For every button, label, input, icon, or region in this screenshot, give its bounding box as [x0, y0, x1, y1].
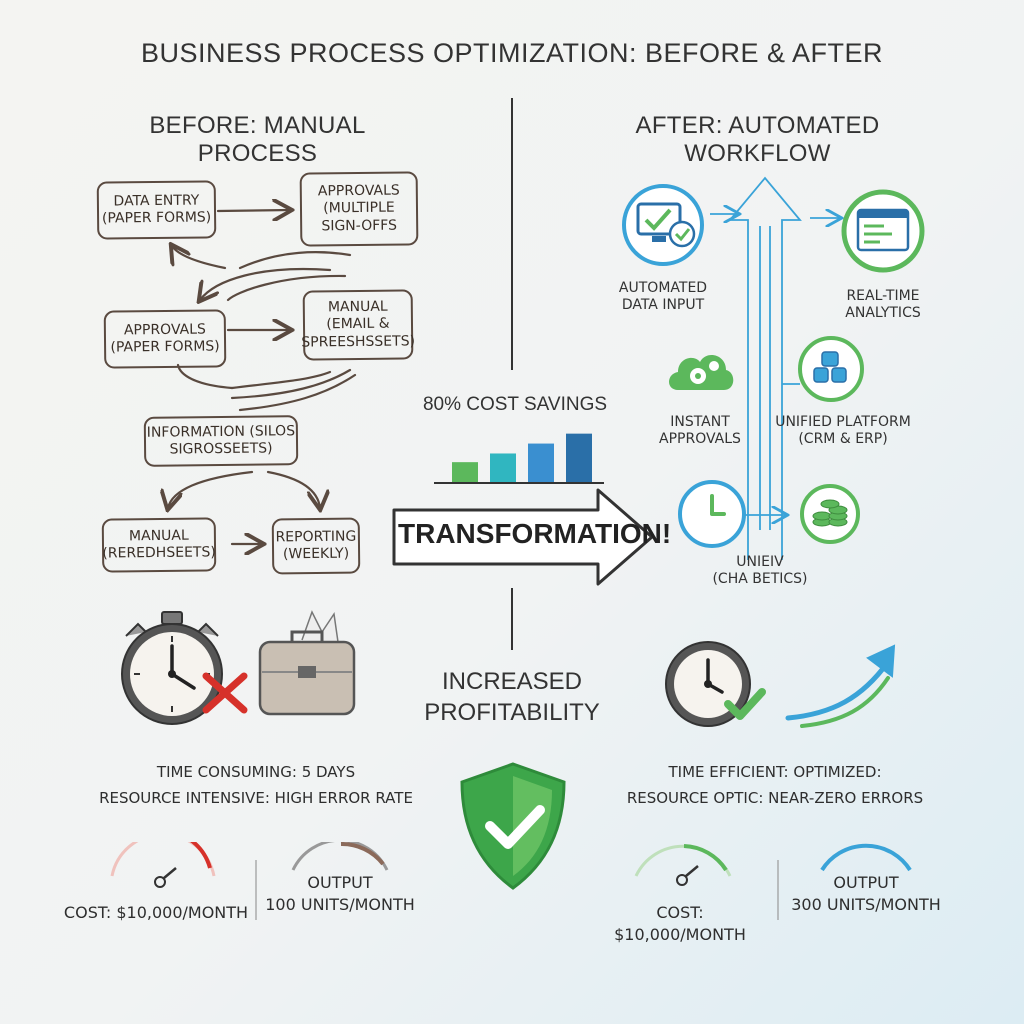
- dashboard-icon: [841, 189, 925, 273]
- box-manual-email: MANUAL (EMAIL & SPREESHSSETS): [301, 289, 415, 361]
- box-data-entry: DATA ENTRY (PAPER FORMS): [96, 180, 217, 240]
- cost-label-after: COST: $10,000/MONTH: [614, 903, 746, 945]
- output-gauge-after: [820, 843, 912, 872]
- label-unified-platform: UNIFIED PLATFORM (CRM & ERP): [775, 414, 911, 448]
- output-label-after: OUTPUT 300 UNITS/MONTH: [791, 873, 941, 915]
- savings-bar-chart: [434, 433, 604, 484]
- after-stats: TIME EFFICIENT: OPTIMIZED: RESOURCE OPTI…: [626, 763, 924, 807]
- timer-icon: [678, 480, 746, 548]
- savings-bar: [452, 462, 478, 482]
- after-icons: [665, 641, 896, 728]
- box-approvals-multiple: APPROVALS (MULTIPLE SIGN-OFFS: [299, 171, 419, 247]
- box-manual-spreadsheets: MANUAL (REREDHSEETS): [101, 517, 217, 573]
- before-stats: TIME CONSUMING: 5 DAYS RESOURCE INTENSIV…: [99, 763, 413, 807]
- stopwatch-icon: [121, 611, 223, 725]
- database-icon: [798, 336, 864, 402]
- cost-gauge-before: [110, 842, 216, 888]
- clock-check-icon: [665, 641, 766, 727]
- label-unicv: UNIEIV (CHA BETICS): [712, 554, 808, 588]
- after-heading: AFTER: AUTOMATED WORKFLOW: [635, 112, 880, 167]
- label-real-time-analytics: REAL-TIME ANALYTICS: [845, 288, 921, 322]
- before-heading: BEFORE: MANUAL PROCESS: [149, 112, 366, 167]
- output-label-before: OUTPUT 100 UNITS/MONTH: [265, 873, 415, 915]
- shield-check-icon: [460, 762, 566, 890]
- transformation-label: TRANSFORMATION!: [398, 518, 672, 549]
- box-information-silos: INFORMATION (SILOS SIGROSSEETS): [143, 415, 299, 467]
- workflow-lines: [708, 176, 930, 560]
- profitability-label: INCREASED PROFITABILITY: [424, 668, 600, 727]
- page-title: BUSINESS PROCESS OPTIMIZATION: BEFORE & …: [140, 38, 884, 68]
- red-x-icon: [202, 672, 248, 714]
- transformation-arrow: [392, 488, 654, 586]
- cost-gauge-after: [634, 844, 732, 886]
- before-icons: [121, 610, 356, 725]
- box-reporting: REPORTING (WEEKLY): [271, 517, 361, 575]
- monitor-check-icon: [622, 184, 704, 266]
- savings-bar: [566, 433, 592, 482]
- output-gauge-before: [291, 842, 389, 871]
- label-automated-data-input: AUTOMATED DATA INPUT: [618, 280, 708, 314]
- label-instant-approvals: INSTANT APPROVALS: [659, 414, 741, 448]
- coins-icon: [800, 484, 860, 544]
- cost-label-before: COST: $10,000/MONTH: [63, 903, 249, 922]
- savings-bar: [528, 443, 554, 482]
- cloud-gear-icon: [669, 355, 734, 390]
- sketch-arrows: [0, 0, 357, 620]
- cost-savings-label: 80% COST SAVINGS: [422, 394, 608, 415]
- box-approvals-paper: APPROVALS (PAPER FORMS): [103, 309, 227, 369]
- savings-bar: [490, 453, 516, 482]
- briefcase-icon: [258, 610, 356, 716]
- trend-arrow-icon: [785, 644, 896, 728]
